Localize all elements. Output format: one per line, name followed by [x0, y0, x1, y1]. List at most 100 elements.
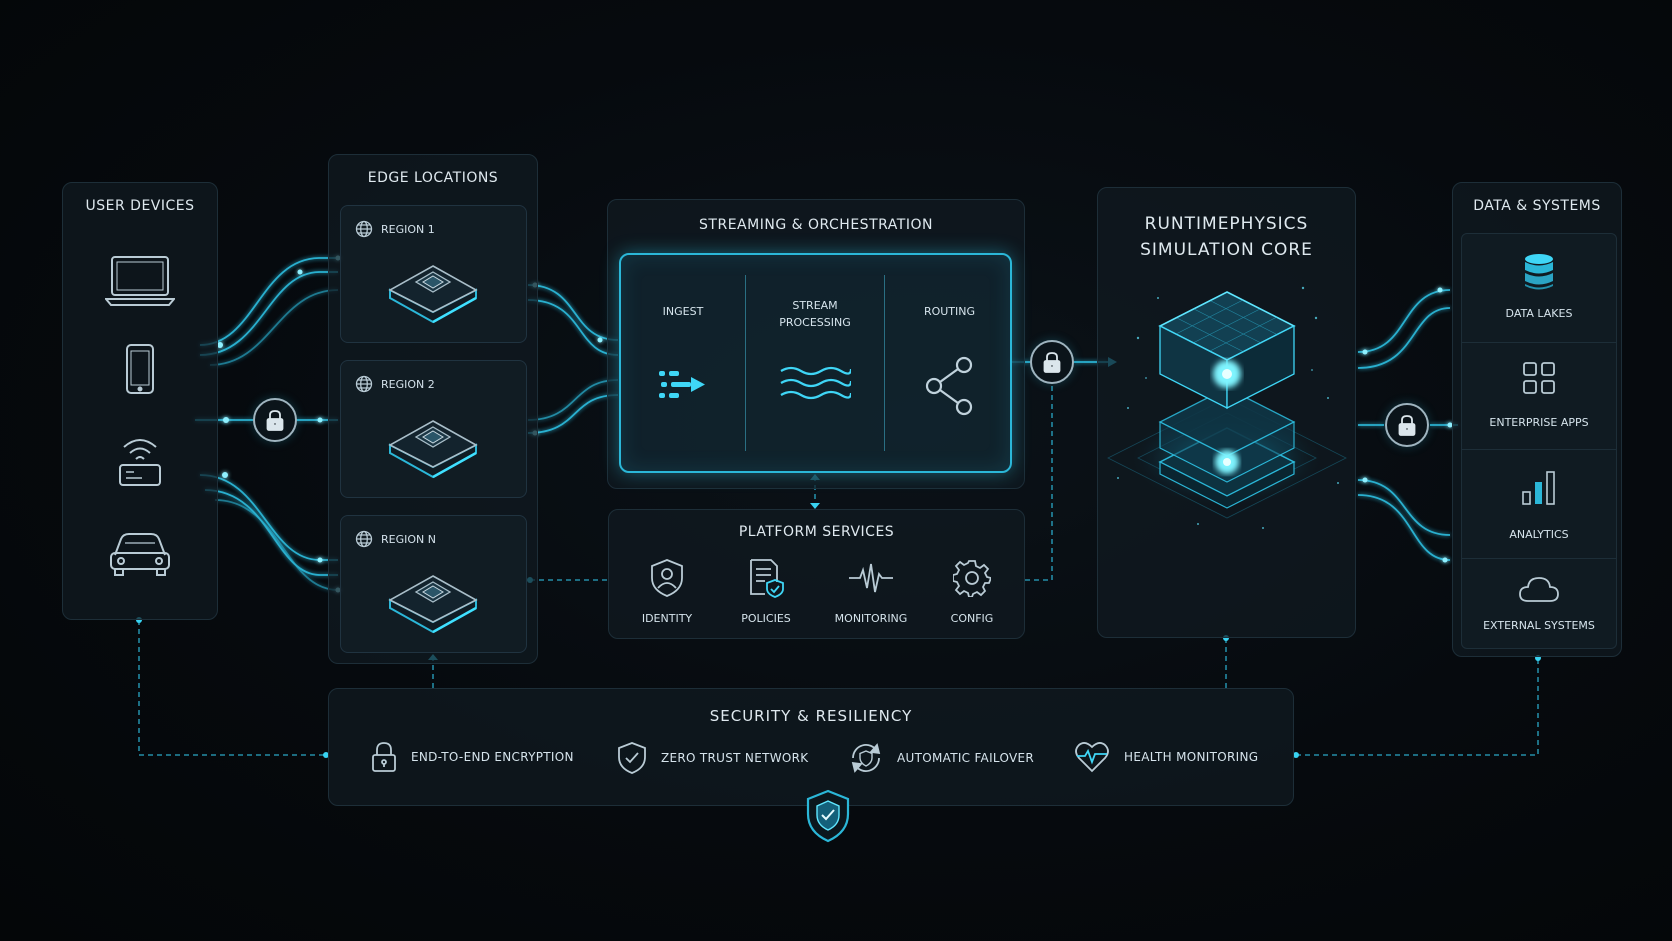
- gear-icon: [922, 556, 1022, 600]
- dash-security-data: [1296, 658, 1539, 756]
- security-label: AUTOMATIC FAILOVER: [897, 751, 1035, 765]
- region-label: REGION 1: [381, 222, 435, 236]
- platform-services-title: PLATFORM SERVICES: [738, 524, 895, 540]
- lock-node-devices: [253, 398, 297, 442]
- waves-icon: [746, 363, 884, 407]
- security-item-health-monitoring[interactable]: HEALTH MONITORING: [1074, 741, 1258, 773]
- wire-devices-region1-c: [209, 289, 339, 366]
- region-card-2[interactable]: REGION 2: [340, 360, 527, 498]
- bar-chart-icon: [1462, 470, 1616, 506]
- lock-icon: [1398, 415, 1416, 436]
- grid-apps-icon: [1462, 361, 1616, 395]
- lock-node-data: [1385, 403, 1429, 447]
- globe-icon: [355, 220, 373, 238]
- data-systems-title: DATA & SYSTEMS: [1473, 198, 1601, 214]
- wire-core-analytics-a: [1357, 479, 1451, 536]
- security-label: END-TO-END ENCRYPTION: [411, 750, 574, 764]
- globe-icon: [355, 530, 373, 548]
- service-identity[interactable]: IDENTITY: [617, 556, 717, 625]
- heart-pulse-icon: [1075, 742, 1109, 773]
- wire-region2-stream-a: [527, 394, 619, 434]
- region-label: REGION 2: [381, 377, 435, 391]
- data-item-analytics[interactable]: ANALYTICS: [1461, 449, 1617, 559]
- wire-region1-stream-a: [527, 284, 619, 341]
- region-card-1[interactable]: REGION 1: [340, 205, 527, 343]
- globe-icon: [355, 375, 373, 393]
- check-shield-icon: [618, 742, 646, 774]
- wire-core-datalakes-a: [1357, 289, 1451, 353]
- platform-services-panel: PLATFORM SERVICES IDENTITY POLICIES MONI…: [608, 509, 1025, 639]
- security-item-failover[interactable]: AUTOMATIC FAILOVER: [849, 741, 1034, 775]
- database-icon: [1462, 252, 1616, 292]
- security-resiliency-panel: SECURITY & RESILIENCY END-TO-END ENCRYPT…: [328, 688, 1294, 806]
- wire-devices-regionN-a: [199, 474, 338, 561]
- phone-icon: [63, 343, 217, 395]
- pulse-icon: [821, 556, 921, 600]
- failover-icon: [851, 743, 881, 773]
- user-devices-panel: USER DEVICES: [62, 182, 218, 620]
- edge-locations-panel: EDGE LOCATIONS REGION 1 REGION 2: [328, 154, 538, 664]
- service-config[interactable]: CONFIG: [922, 556, 1022, 625]
- wire-core-analytics-b: [1357, 494, 1451, 561]
- server-chip-icon: [388, 248, 478, 332]
- region-card-n[interactable]: REGION N: [340, 515, 527, 653]
- service-label: MONITORING: [834, 612, 908, 625]
- wire-devices-region1-a: [199, 257, 338, 346]
- wire-devices-regionN-b: [204, 489, 338, 576]
- wire-region2-stream-b: [527, 379, 619, 421]
- dash-services-lock: [1025, 384, 1053, 581]
- data-systems-panel: DATA & SYSTEMS DATA LAKES ENTERPRISE APP…: [1452, 182, 1622, 657]
- ingest-arrow-icon: [621, 365, 745, 405]
- stage-ingest[interactable]: INGEST: [621, 255, 745, 471]
- stage-stream-processing[interactable]: STREAM PROCESSING: [746, 255, 884, 471]
- data-item-external-systems[interactable]: EXTERNAL SYSTEMS: [1461, 559, 1617, 649]
- simulation-core-panel: RUNTIMEPHYSICS SIMULATION CORE: [1097, 187, 1356, 638]
- service-policies[interactable]: POLICIES: [716, 556, 816, 625]
- security-title: SECURITY & RESILIENCY: [709, 707, 913, 725]
- policy-document-icon: [716, 556, 816, 600]
- lock-node-stream-core: [1030, 340, 1074, 384]
- layered-cube-icon: [1107, 286, 1347, 529]
- stream-pipeline: INGEST STREAM PROCESSING ROU: [619, 253, 1012, 473]
- data-item-label: ENTERPRISE APPS: [1489, 416, 1589, 429]
- data-item-label: EXTERNAL SYSTEMS: [1483, 619, 1595, 632]
- lock-icon: [372, 742, 396, 772]
- identity-shield-icon: [617, 556, 717, 600]
- security-label: HEALTH MONITORING: [1124, 750, 1259, 764]
- service-label: IDENTITY: [641, 612, 693, 625]
- lock-icon: [266, 410, 284, 431]
- server-chip-icon: [388, 403, 478, 487]
- data-item-enterprise-apps[interactable]: ENTERPRISE APPS: [1461, 343, 1617, 449]
- service-monitoring[interactable]: MONITORING: [821, 556, 921, 625]
- user-devices-title: USER DEVICES: [85, 198, 195, 214]
- security-item-encryption[interactable]: END-TO-END ENCRYPTION: [371, 741, 574, 773]
- stage-label: INGEST: [662, 305, 704, 318]
- stage-routing[interactable]: ROUTING: [885, 255, 1014, 471]
- wire-devices-regionN-c: [214, 499, 339, 591]
- cloud-icon: [1462, 575, 1616, 603]
- shield-badge-icon: [806, 789, 850, 843]
- stage-label: STREAM PROCESSING: [779, 299, 851, 329]
- wire-region1-stream-b: [527, 299, 619, 356]
- service-label: CONFIG: [950, 612, 994, 625]
- dash-devices-security: [138, 620, 326, 756]
- wifi-device-icon: [63, 433, 217, 487]
- car-icon: [63, 529, 217, 577]
- region-label: REGION N: [381, 532, 436, 546]
- service-label: POLICIES: [741, 612, 791, 625]
- lock-icon: [1043, 352, 1061, 373]
- wire-core-datalakes-b: [1357, 307, 1451, 369]
- laptop-icon: [63, 253, 217, 309]
- data-item-label: ANALYTICS: [1509, 528, 1569, 541]
- edge-locations-title: EDGE LOCATIONS: [367, 170, 499, 186]
- data-item-label: DATA LAKES: [1505, 307, 1573, 320]
- data-item-data-lakes[interactable]: DATA LAKES: [1461, 233, 1617, 343]
- security-item-zero-trust[interactable]: ZERO TRUST NETWORK: [617, 741, 808, 775]
- security-label: ZERO TRUST NETWORK: [661, 751, 809, 765]
- core-title-line1: RUNTIMEPHYSICS: [1144, 214, 1309, 234]
- stage-label: ROUTING: [923, 305, 976, 318]
- wire-devices-region1-b: [199, 271, 338, 356]
- share-nodes-icon: [885, 355, 1014, 417]
- server-chip-icon: [388, 558, 478, 642]
- core-title-line2: SIMULATION CORE: [1140, 240, 1313, 260]
